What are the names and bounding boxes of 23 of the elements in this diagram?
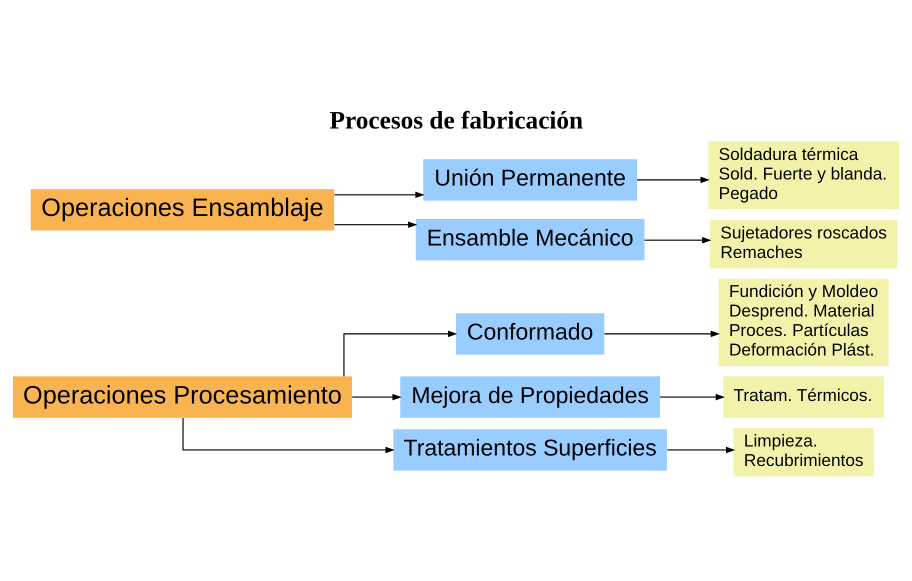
arrow <box>334 192 425 198</box>
node-box: Operaciones Procesamiento <box>12 376 352 418</box>
arrow <box>667 446 736 454</box>
diagram-title: Procesos de fabricación <box>330 106 584 134</box>
node-box: Operaciones Ensamblaje <box>30 189 334 230</box>
node-box: Fundición y Moldeo Desprend. Material Proces. Partículas Deformación Plást. <box>718 278 889 366</box>
node-box: Tratam. Térmicos. <box>723 376 884 418</box>
node-box: Tratamientos Superficies <box>393 429 667 471</box>
arrow <box>637 176 710 184</box>
node-box: Conformado <box>456 313 604 355</box>
arrow <box>182 418 395 454</box>
node-box: Sujetadores roscados Remaches <box>710 220 898 268</box>
arrow <box>660 394 725 400</box>
arrow <box>334 221 418 228</box>
node-box: Unión Permanente <box>423 159 638 201</box>
arrow <box>352 394 402 400</box>
node-box: Mejora de Propiedades <box>400 376 660 418</box>
node-box: Ensamble Mecánico <box>416 218 644 260</box>
node-box: Limpieza. Recubrimientos <box>734 428 874 476</box>
arrow <box>604 330 720 338</box>
arrow <box>644 237 712 244</box>
node-box: Soldadura térmica Sold. Fuerte y blanda. Pegado <box>708 141 900 210</box>
arrow <box>343 330 458 376</box>
